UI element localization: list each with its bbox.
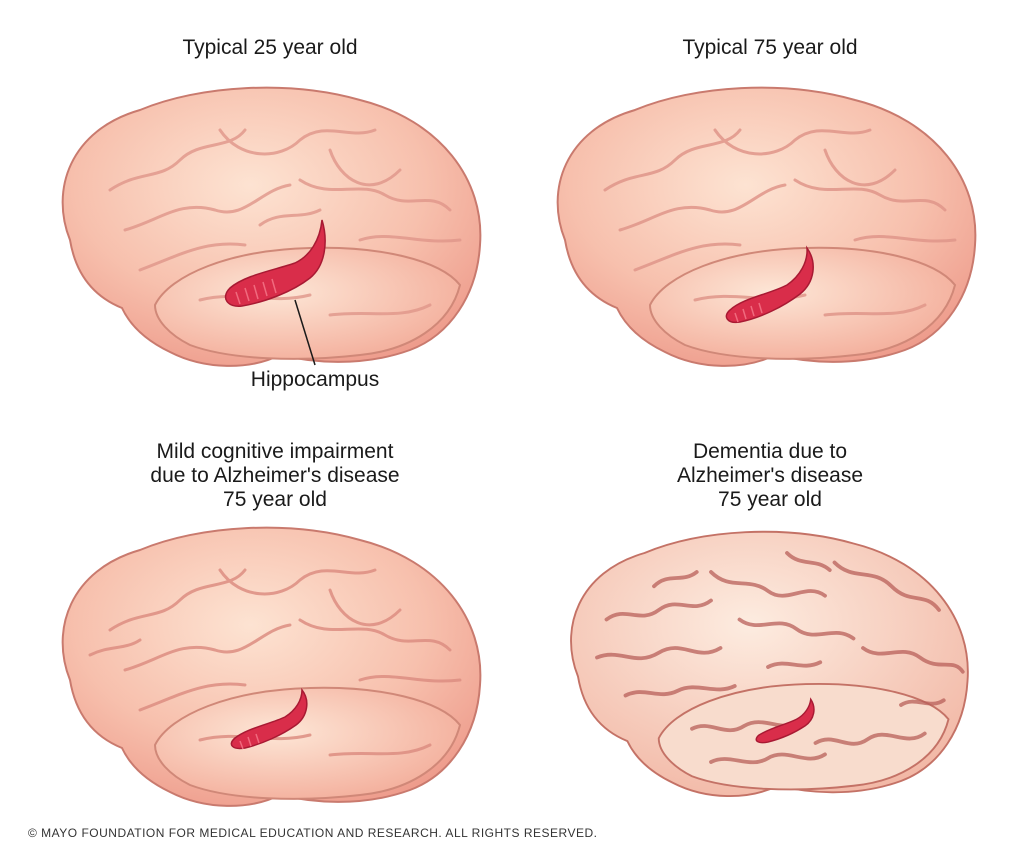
title-line: Mild cognitive impairment [156,440,394,463]
panel-title-mci: Mild cognitive impairment due to Alzheim… [130,440,420,512]
title-line: Dementia due to [692,440,848,463]
panel-title-dementia: Dementia due to Alzheimer's disease 75 y… [650,440,890,512]
hippocampus-dementia [755,697,815,744]
hippocampus-mci [230,687,308,750]
hippocampus-young [224,219,326,307]
title-line: 75 year old [223,488,327,511]
brain-dementia [570,530,969,798]
panel-title-old: Typical 75 year old [665,36,875,60]
brain-mci [61,526,482,807]
copyright-footer: © MAYO FOUNDATION FOR MEDICAL EDUCATION … [28,826,598,840]
title-line: 75 year old [718,488,822,511]
panel-title-young: Typical 25 year old [170,36,370,60]
brain-old [556,86,977,367]
title-line: Alzheimer's disease [676,464,864,487]
title-line: Typical 25 year old [182,36,358,59]
title-line: due to Alzheimer's disease [150,464,400,487]
hippocampus-label: Hippocampus [250,368,380,391]
brain-young [61,86,482,367]
hippocampus-old [725,245,814,324]
title-line: Typical 75 year old [682,36,858,59]
hippocampus-callout-line [294,299,316,366]
